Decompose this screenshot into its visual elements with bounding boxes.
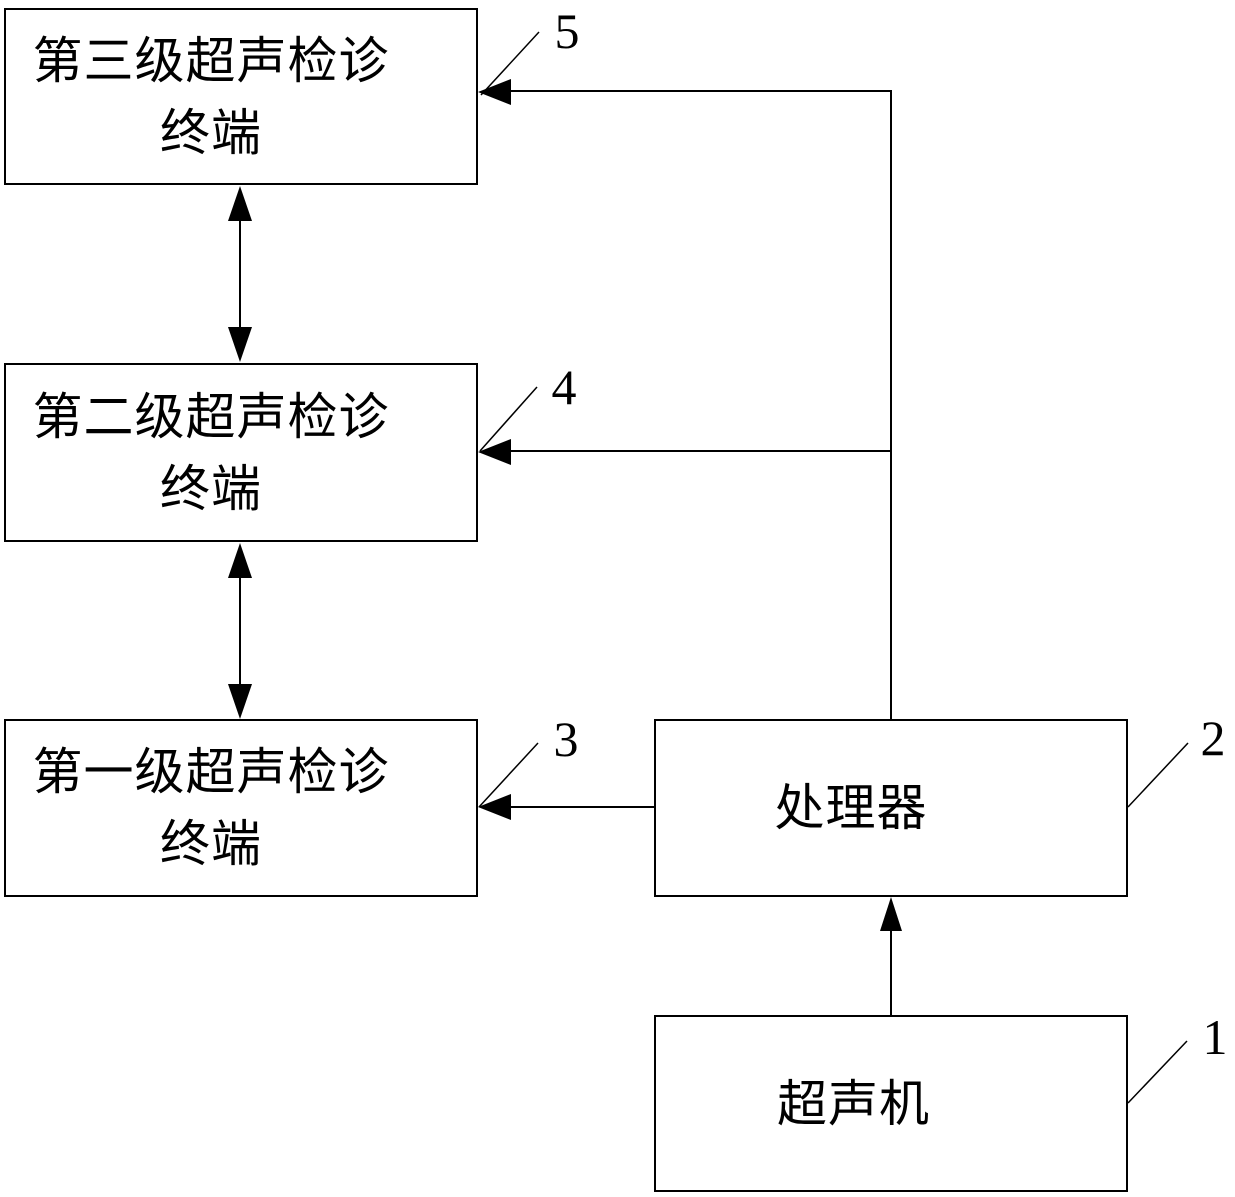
- connector-processor-riser: [890, 91, 892, 719]
- link-terminal2-terminal1: [239, 573, 241, 687]
- arrowhead-into-terminal2: [478, 439, 511, 465]
- terminal-level-2-box: 第二级超声检诊 终端: [4, 363, 478, 542]
- ultrasound-machine-box: 超声机: [654, 1015, 1128, 1192]
- arrowhead-down-terminal2: [228, 327, 252, 362]
- terminal-level-3-box: 第三级超声检诊 终端: [4, 8, 478, 185]
- terminal-level-3-label: 第三级超声检诊 终端: [32, 31, 390, 162]
- terminal-level-2-label: 第二级超声检诊 终端: [32, 387, 390, 518]
- connector-to-terminal3: [508, 90, 892, 92]
- terminal-level-1-box: 第一级超声检诊 终端: [4, 719, 478, 897]
- processor-box: 处理器: [654, 719, 1128, 897]
- arrowhead-up-terminal3: [228, 186, 252, 221]
- leader-line-ref3: [478, 742, 539, 808]
- ref-label-2: 2: [1200, 710, 1226, 766]
- leader-line-ref4: [479, 386, 538, 452]
- arrowhead-into-processor: [880, 897, 902, 931]
- arrowhead-down-terminal1: [228, 684, 252, 719]
- connector-to-terminal2: [508, 450, 892, 452]
- arrowhead-up-terminal2: [228, 543, 252, 578]
- processor-label: 处理器: [774, 779, 928, 837]
- leader-line-ref5: [480, 31, 540, 96]
- ref-label-5: 5: [554, 3, 580, 59]
- ref-label-4: 4: [551, 359, 577, 415]
- connector-machine-to-processor: [890, 929, 892, 1015]
- ref-label-3: 3: [553, 711, 579, 767]
- arrowhead-into-terminal1: [478, 794, 511, 820]
- connector-processor-to-terminal1: [508, 806, 654, 808]
- link-terminal3-terminal2: [239, 216, 241, 330]
- terminal-level-1-label: 第一级超声检诊 终端: [32, 743, 390, 873]
- ref-label-1: 1: [1202, 1009, 1228, 1065]
- ultrasound-machine-label: 超声机: [777, 1074, 930, 1133]
- leader-line-ref2: [1127, 742, 1189, 808]
- leader-line-ref1: [1127, 1040, 1188, 1104]
